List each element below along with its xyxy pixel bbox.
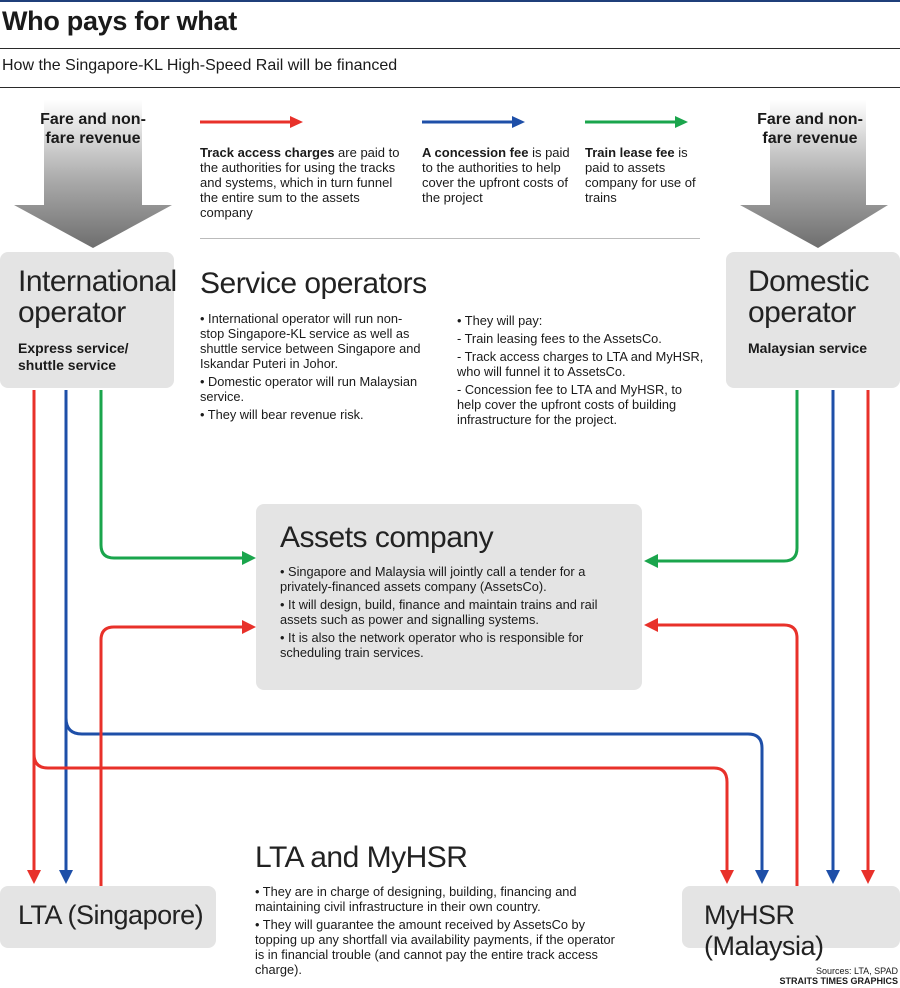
legend-train-lease-text: is paid to assets company for use of tra…: [585, 145, 696, 205]
assets-company-bullet: • Singapore and Malaysia will jointly ca…: [280, 564, 586, 594]
sources-credit: Sources: LTA, SPAD STRAITS TIMES GRAPHIC…: [779, 966, 898, 986]
title-divider: [0, 48, 900, 49]
subtitle-divider: [0, 87, 900, 88]
assets-company-bullets: • Singapore and Malaysia will jointly ca…: [280, 564, 625, 663]
fare-arrow-left-icon: [14, 100, 172, 248]
assets-company-bullet: • It is also the network operator who is…: [280, 630, 584, 660]
service-operators-bullet: • They will pay:: [457, 313, 543, 328]
sources-line: Sources: LTA, SPAD: [815, 966, 898, 976]
lta-myhsr-bullets: • They are in charge of designing, build…: [255, 884, 623, 980]
graphics-credit: STRAITS TIMES GRAPHICS: [779, 976, 898, 986]
arrowhead-icon: [242, 620, 256, 634]
flow-red-intl-to-myhsr: [32, 753, 729, 872]
service-operators-bullet: • Domestic operator will run Malaysian s…: [200, 374, 418, 404]
page-subtitle: How the Singapore-KL High-Speed Rail wil…: [2, 57, 398, 74]
domestic-operator-title: Domestic operator: [748, 265, 870, 329]
domestic-operator-box: Domestic operator Malaysian service: [726, 252, 900, 388]
arrowhead-icon: [720, 870, 734, 884]
arrowhead-icon: [755, 870, 769, 884]
international-operator-subtitle: Express service/ shuttle service: [18, 340, 129, 373]
assets-company-bullet: • It will design, build, finance and mai…: [280, 597, 598, 627]
lta-singapore-label: LTA (Singapore): [18, 900, 204, 930]
legend-divider: [200, 238, 700, 239]
top-rule: [0, 0, 900, 2]
service-operators-bullets-right: • They will pay: - Train leasing fees to…: [457, 313, 707, 430]
service-operators-bullet: - Concession fee to LTA and MyHSR, to he…: [457, 382, 682, 427]
international-operator-title: International operator: [18, 265, 177, 329]
service-operators-bullets-left: • International operator will run non-st…: [200, 311, 422, 425]
legend-track-access-text: are paid to the authorities for using th…: [200, 145, 400, 220]
legend-concession: A concession fee is paid to the authorit…: [422, 145, 572, 205]
flow-green-intl-to-assets: [99, 390, 244, 560]
flow-blue-intl-to-myhsr: [64, 717, 764, 872]
legend-red-arrow-icon: [200, 116, 303, 128]
legend-track-access: Track access charges are paid to the aut…: [200, 145, 405, 220]
page-title: Who pays for what: [2, 6, 237, 36]
service-operators-bullet: - Track access charges to LTA and MyHSR,…: [457, 349, 704, 379]
arrowhead-icon: [242, 551, 256, 565]
legend-train-lease: Train lease fee is paid to assets compan…: [585, 145, 705, 205]
assets-company-title: Assets company: [280, 521, 494, 554]
fare-revenue-left: Fare and non-fare revenue: [40, 111, 146, 147]
arrowhead-icon: [644, 554, 658, 568]
legend-track-access-heading: Track access charges: [200, 145, 335, 160]
fare-arrow-right-icon: [740, 100, 888, 248]
domestic-operator-subtitle: Malaysian service: [748, 340, 868, 356]
arrowhead-icon: [27, 870, 41, 884]
legend-concession-text: is paid to the authorities to help cover…: [422, 145, 570, 205]
fare-revenue-right: Fare and non-fare revenue: [757, 111, 863, 147]
legend-green-arrow-icon: [585, 116, 688, 128]
flow-red-myhsr-to-assets: [656, 623, 799, 886]
service-operators-bullet: • They will bear revenue risk.: [200, 407, 364, 422]
legend-blue-arrow-icon: [422, 116, 525, 128]
service-operators-bullet: - Train leasing fees to the AssetsCo.: [457, 331, 662, 346]
myhsr-malaysia-label: MyHSR (Malaysia): [704, 900, 824, 961]
arrowhead-icon: [826, 870, 840, 884]
lta-myhsr-title: LTA and MyHSR: [255, 841, 468, 874]
international-operator-box: International operator Express service/ …: [0, 252, 177, 388]
lta-myhsr-bullet: • They will guarantee the amount receive…: [255, 917, 615, 977]
arrowhead-icon: [861, 870, 875, 884]
service-operators-bullet: • International operator will run non-st…: [200, 311, 421, 371]
arrowhead-icon: [644, 618, 658, 632]
service-operators-title: Service operators: [200, 267, 427, 300]
myhsr-malaysia-box: MyHSR (Malaysia): [682, 886, 900, 961]
flow-green-domestic-to-assets: [656, 390, 799, 563]
lta-myhsr-bullet: • They are in charge of designing, build…: [255, 884, 577, 914]
arrowhead-icon: [59, 870, 73, 884]
flow-red-lta-to-assets: [99, 625, 244, 886]
lta-singapore-box: LTA (Singapore): [0, 886, 216, 948]
assets-company-box: Assets company • Singapore and Malaysia …: [256, 504, 642, 690]
legend-train-lease-heading: Train lease fee: [585, 145, 675, 160]
legend-concession-heading: A concession fee: [422, 145, 529, 160]
